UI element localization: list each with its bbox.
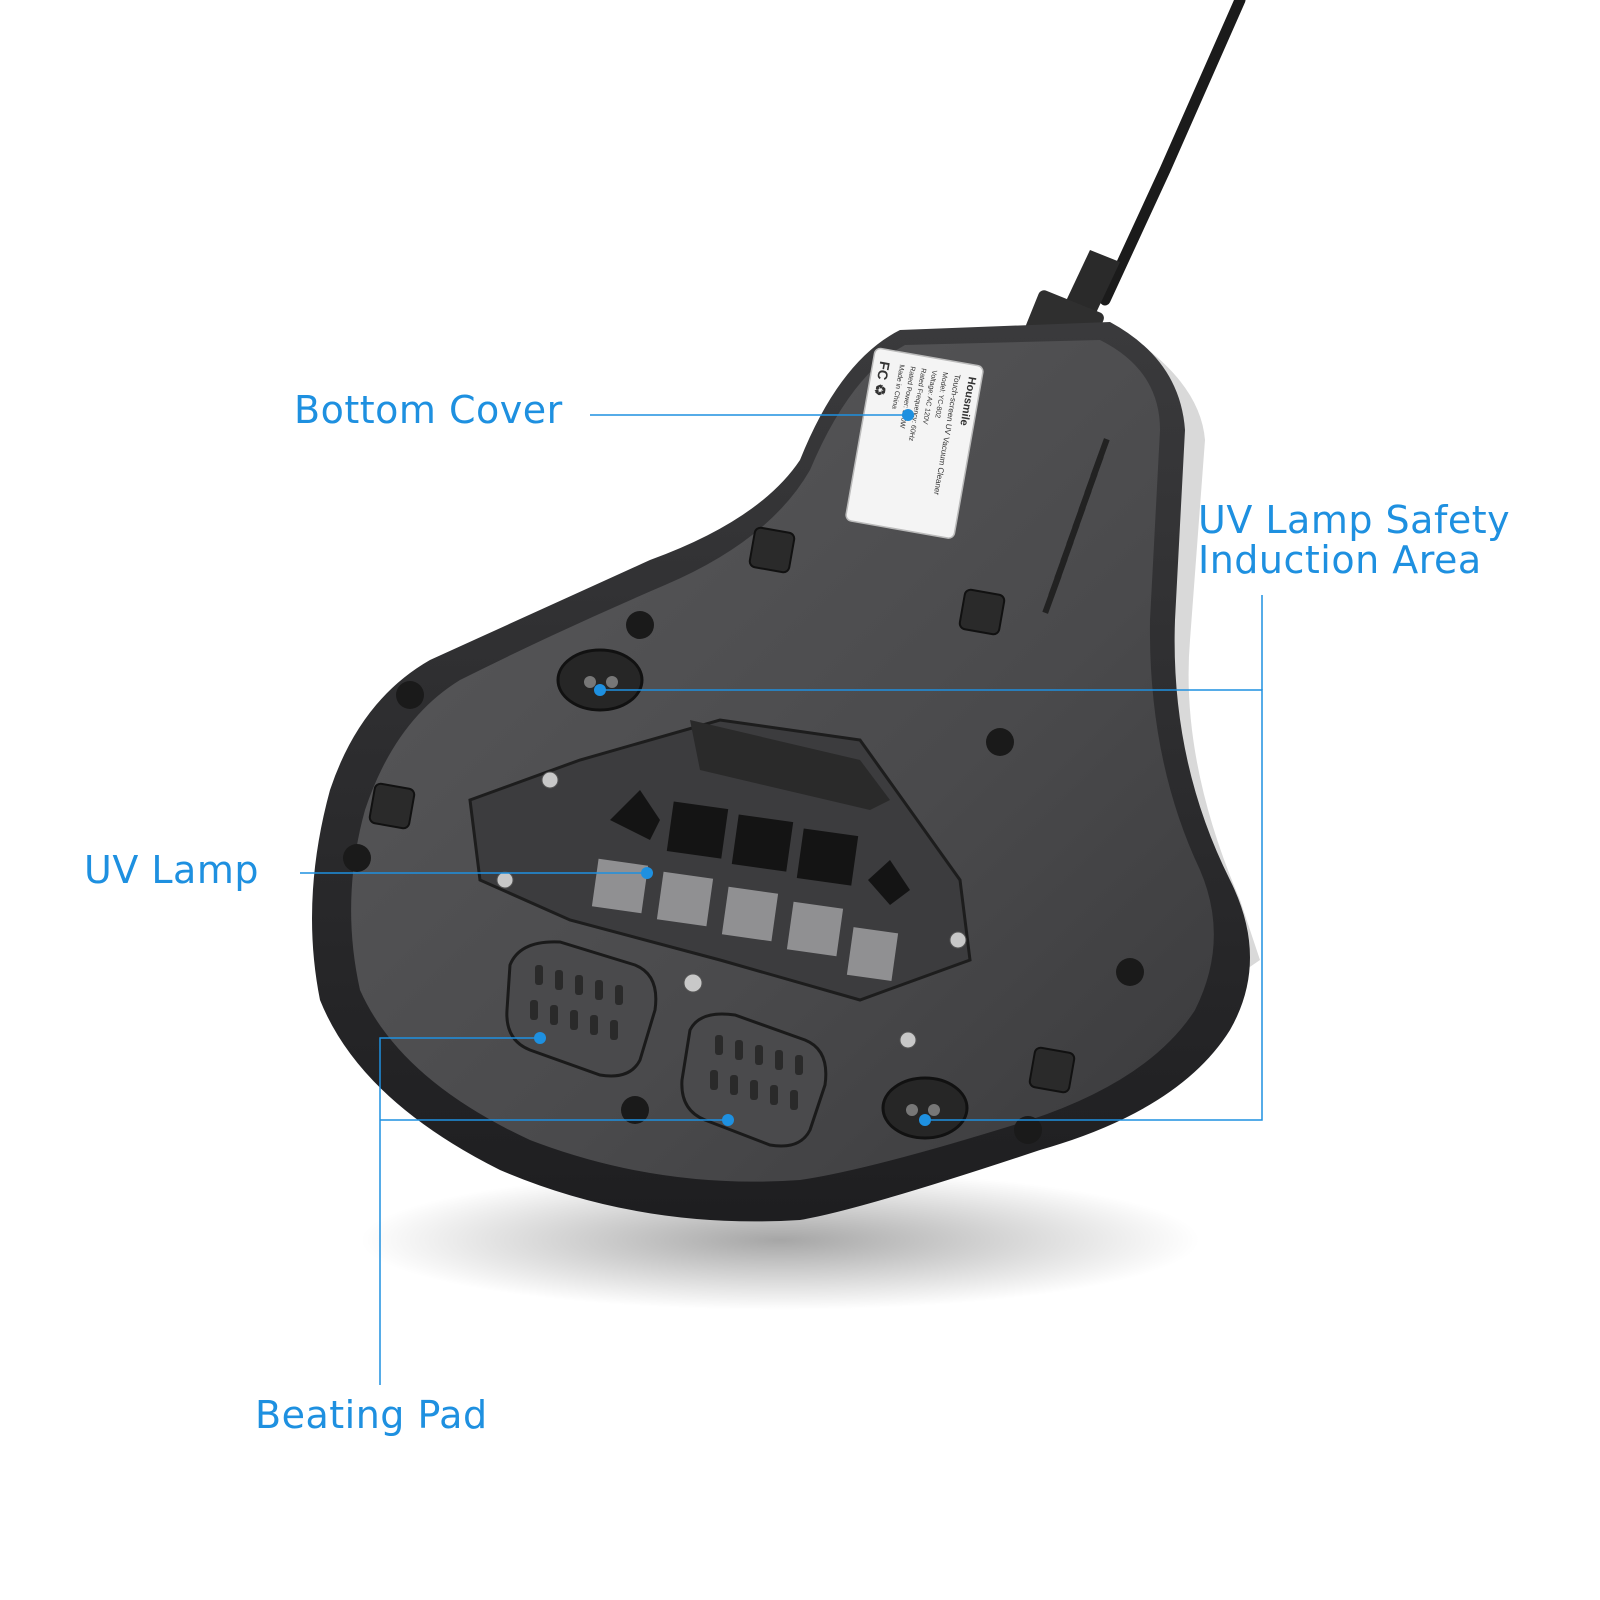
callout-dot-icon (534, 409, 931, 1126)
callout-uv-lamp-safety-line2: Induction Area (1198, 538, 1482, 582)
beating-pad (505, 940, 828, 1148)
product-sticker: Housmile Touch-screen UV Vacuum Cleaner … (845, 347, 984, 539)
callout-lines (300, 414, 1263, 1385)
wheel-icon (368, 526, 1076, 1094)
floor-shadow (360, 1170, 1200, 1310)
fcc-mark-icon: FC ♻ (871, 360, 893, 397)
callout-bottom-cover: Bottom Cover (294, 388, 563, 432)
callout-uv-lamp: UV Lamp (84, 848, 259, 892)
callout-beating-pad: Beating Pad (255, 1393, 488, 1437)
uv-safety-sensor-icon (556, 648, 969, 1140)
uv-lamp-grille (468, 718, 972, 1049)
callout-uv-lamp-safety-line1: UV Lamp Safety (1198, 498, 1511, 542)
vent-grille (1042, 438, 1110, 614)
callout-uv-lamp-safety: UV Lamp Safety Induction Area (1198, 500, 1510, 580)
screw-hole-icon (343, 611, 1144, 1144)
power-cord (1099, 0, 1246, 306)
